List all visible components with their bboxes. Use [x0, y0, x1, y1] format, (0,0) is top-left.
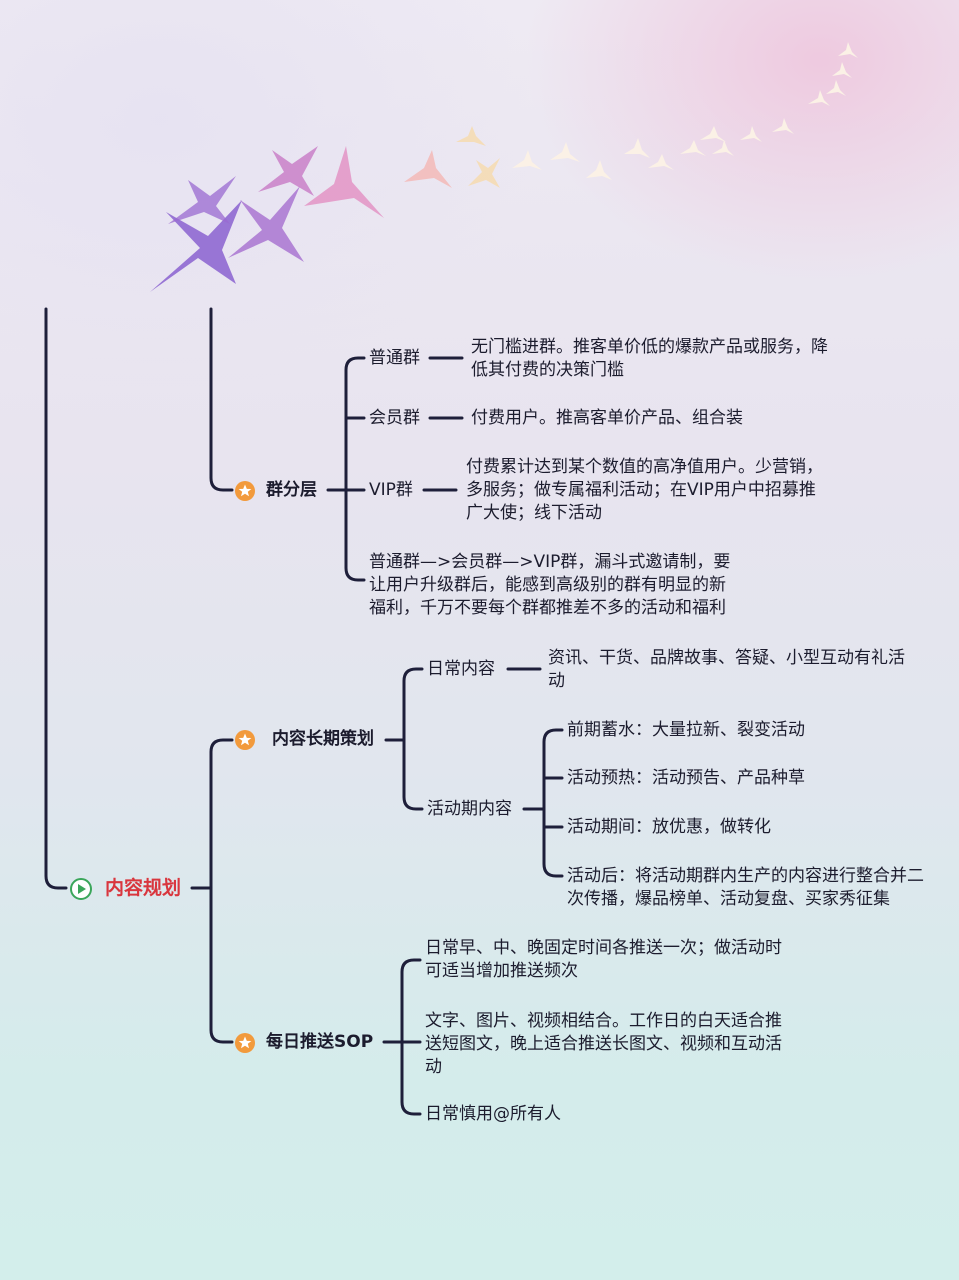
play-icon: [69, 877, 93, 901]
push-rule-line: 日常慎用@所有人: [425, 1103, 561, 1126]
daily-push-connector: [211, 888, 232, 1042]
push-rule-line: 送短图文，晚上适合推送长图文、视频和互动活: [425, 1033, 782, 1056]
campaign-phase-item: 活动后：将活动期群内生产的内容进行整合并二: [567, 865, 924, 888]
tier-desc-line: 低其付费的决策门槛: [471, 359, 624, 382]
long-term-connector: [211, 740, 232, 888]
push-rule-line: 动: [425, 1056, 442, 1079]
campaign-phase-item: 活动预热：活动预告、产品种草: [567, 767, 805, 790]
campaign-phase-item: 活动期间：放优惠，做转化: [567, 816, 771, 839]
push-rule-line: 文字、图片、视频相结合。工作日的白天适合推: [425, 1010, 782, 1033]
daily-push-node: 每日推送SOP: [266, 1031, 373, 1054]
tier-note-line: 让用户升级群后，能感到高级别的群有明显的新: [369, 574, 726, 597]
push-rule-line: 日常早、中、晚固定时间各推送一次；做活动时: [425, 937, 782, 960]
push-rule-line: 可适当增加推送频次: [425, 960, 578, 983]
long-term-node: 内容长期策划: [272, 728, 374, 751]
star-icon: [234, 1032, 256, 1054]
tier-label-member: 会员群: [369, 407, 420, 430]
group-tiers-node: 群分层: [266, 479, 317, 502]
tier-desc-line: 付费累计达到某个数值的高净值用户。少营销，: [466, 456, 823, 479]
star-icon: [234, 480, 256, 502]
tier-label-vip: VIP群: [369, 479, 413, 502]
root-connector: [46, 309, 66, 888]
tier-desc-line: 付费用户。推高客单价产品、组合装: [471, 407, 743, 430]
daily-content-label: 日常内容: [427, 658, 495, 681]
tier-desc-line: 无门槛进群。推客单价低的爆款产品或服务，降: [471, 336, 828, 359]
daily-content-desc: 动: [548, 670, 565, 693]
tier-note-line: 福利，千万不要每个群都推差不多的活动和福利: [369, 597, 726, 620]
star-icon: [234, 729, 256, 751]
root-node: 内容规划: [105, 877, 181, 900]
daily-content-desc: 资讯、干货、品牌故事、答疑、小型互动有礼活: [548, 647, 905, 670]
tier-desc-line: 多服务；做专属福利活动；在VIP用户中招募推: [466, 479, 816, 502]
group-tiers-connector: [211, 309, 232, 490]
tier-note-line: 普通群—>会员群—>VIP群，漏斗式邀请制，要: [369, 551, 730, 574]
campaign-phase-item: 次传播，爆品榜单、活动复盘、买家秀征集: [567, 888, 890, 911]
tier-desc-line: 广大使；线下活动: [466, 502, 602, 525]
campaign-content-label: 活动期内容: [427, 798, 512, 821]
tier-label-regular: 普通群: [369, 347, 420, 370]
campaign-phase-item: 前期蓄水：大量拉新、裂变活动: [567, 719, 805, 742]
